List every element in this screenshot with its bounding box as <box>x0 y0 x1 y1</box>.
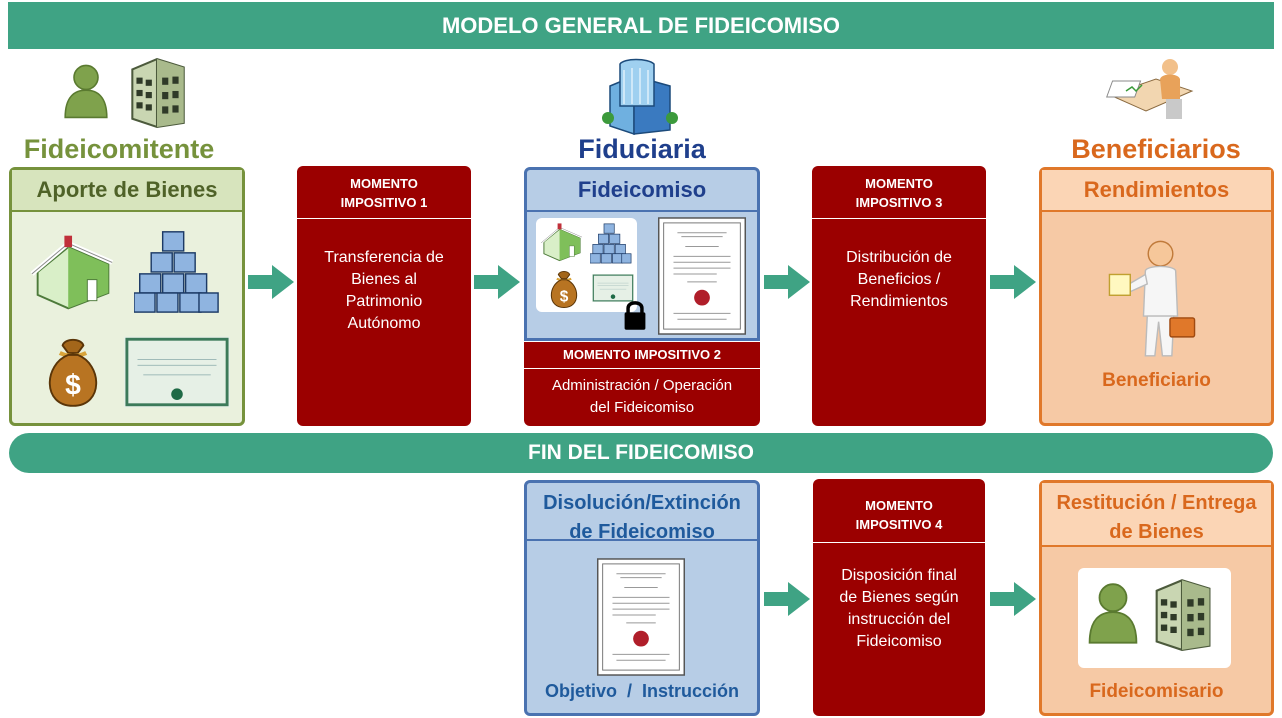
momento-2-title: MOMENTO IMPOSITIVO 2 <box>563 347 721 362</box>
instruction-document-icon <box>596 558 686 676</box>
momento-2-body: Administración / Operación del Fideicomi… <box>551 377 733 416</box>
aporte-de-bienes-title: Aporte de Bienes <box>12 170 242 212</box>
restitucion-title: Restitución / Entrega de Bienes <box>1042 483 1271 547</box>
trust-document-icon <box>656 217 748 335</box>
cubes-icon <box>134 228 220 314</box>
momento-1-body: Transferencia de Bienes al Patrimonio Au… <box>324 249 444 332</box>
person-icon <box>1086 578 1140 648</box>
building-icon <box>1150 576 1214 652</box>
money-bag-icon <box>40 330 106 410</box>
momento-1-title: MOMENTO IMPOSITIVO 1 <box>340 176 428 210</box>
momento-impositivo-1-box: MOMENTO IMPOSITIVO 1 Transferencia de Bi… <box>297 166 471 426</box>
person-icon <box>62 56 110 126</box>
certificate-icon <box>124 336 230 408</box>
rendimientos-title: Rendimientos <box>1042 170 1271 212</box>
fiduciaria-heading: Fiduciaria <box>578 134 706 164</box>
arrow-right-icon <box>248 265 294 299</box>
momento-4-title: MOMENTO IMPOSITIVO 4 <box>855 498 943 532</box>
objetivo-instruccion-caption: Objetivo / Instrucción <box>544 681 740 701</box>
cubes-icon <box>590 222 632 264</box>
momento-4-body: Disposición final de Bienes según instru… <box>839 567 959 650</box>
momento-impositivo-3-box: MOMENTO IMPOSITIVO 3 Distribución de Ben… <box>812 166 986 426</box>
arrow-right-icon <box>764 582 810 616</box>
momento-impositivo-4-box: MOMENTO IMPOSITIVO 4 Disposición final d… <box>813 479 985 716</box>
disolucion-box: Disolución/Extinción de Fideicomiso Obje… <box>524 480 760 716</box>
fideicomisario-caption: Fideicomisario <box>1089 681 1224 702</box>
building-icon <box>124 55 190 129</box>
lock-icon <box>622 298 648 332</box>
disolucion-title: Disolución/Extinción de Fideicomiso <box>527 483 757 543</box>
momento-3-body: Distribución de Beneficios / Rendimiento… <box>846 249 952 310</box>
fideicomiso-title: Fideicomiso <box>527 170 757 212</box>
momento-3-title: MOMENTO IMPOSITIVO 3 <box>855 176 943 210</box>
mid-banner-title: FIN DEL FIDEICOMISO <box>528 441 754 464</box>
mid-banner: FIN DEL FIDEICOMISO <box>9 433 1273 473</box>
beneficiary-person-icon <box>1100 238 1204 362</box>
money-bag-icon <box>546 266 582 310</box>
top-banner-title: MODELO GENERAL DE FIDEICOMISO <box>441 13 841 38</box>
desk-worker-icon <box>1106 54 1196 126</box>
arrow-right-icon <box>990 582 1036 616</box>
house-icon <box>540 222 584 262</box>
restitucion-box: Restitución / Entrega de Bienes Fideicom… <box>1039 480 1274 716</box>
office-tower-icon <box>600 56 680 136</box>
fideicomitente-heading: Fideicomitente <box>23 134 215 164</box>
beneficiario-caption: Beneficiario <box>1102 370 1211 391</box>
arrow-right-icon <box>990 265 1036 299</box>
arrow-right-icon <box>474 265 520 299</box>
house-icon <box>30 232 116 312</box>
top-banner: MODELO GENERAL DE FIDEICOMISO <box>8 2 1274 49</box>
momento-impositivo-2-box: MOMENTO IMPOSITIVO 2 Administración / Op… <box>524 342 760 426</box>
rendimientos-box: Rendimientos Beneficiario <box>1039 167 1274 426</box>
beneficiarios-heading: Beneficiarios <box>1071 134 1241 164</box>
arrow-right-icon <box>764 265 810 299</box>
